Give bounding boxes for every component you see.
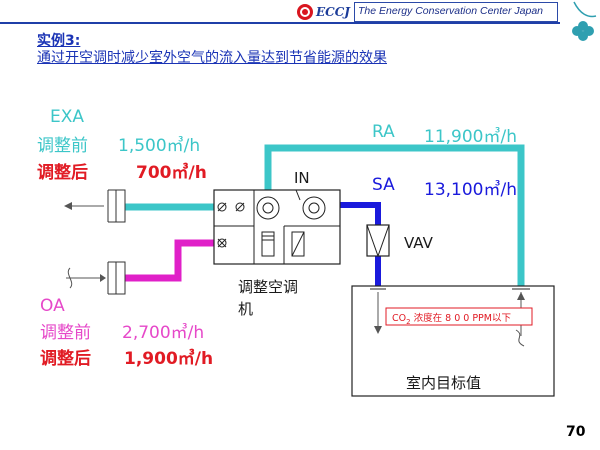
exa-before-value: 1,500㎥/h <box>118 136 201 156</box>
slide-title-line2: 通过开空调时减少室外空气的流入量达到节省能源的效果 <box>37 50 387 66</box>
clover-logo-icon <box>572 1 597 41</box>
oa-duct <box>125 239 218 282</box>
eccj-logo-icon <box>297 4 313 20</box>
vav-box-icon <box>366 224 390 257</box>
exa-before-label: 调整前 <box>37 136 88 156</box>
oa-after-label: 调整后 <box>40 349 91 369</box>
exa-label: EXA <box>50 107 85 127</box>
org-name: The Energy Conservation Center Japan <box>358 5 544 17</box>
eccj-logo-text: ECCJ <box>316 5 350 19</box>
oa-before-label: 调整前 <box>40 323 91 343</box>
ahu-unit-icon <box>213 189 341 265</box>
oa-label: OA <box>40 296 65 316</box>
room-label: 室内目标值 <box>406 374 482 392</box>
exa-grille-icon <box>64 189 126 223</box>
header-divider <box>0 22 560 24</box>
sa-value: 13,100㎥/h <box>424 180 517 200</box>
in-label: IN <box>294 169 310 187</box>
sa-label: SA <box>372 175 395 195</box>
page-number: 70 <box>566 424 586 440</box>
slide-title-line1: 实例3: <box>37 33 81 49</box>
ahu-label-line2: 机 <box>238 300 254 318</box>
co2-label: CO2 浓度在 8 0 0 PPM以下 <box>392 313 511 326</box>
exa-after-value: 700㎥/h <box>136 163 207 183</box>
org-name-box <box>354 2 558 22</box>
ra-value: 11,900㎥/h <box>424 127 517 147</box>
ahu-label-line1: 调整空调 <box>238 278 299 296</box>
oa-grille-icon <box>66 261 126 295</box>
oa-after-value: 1,900㎥/h <box>124 349 214 369</box>
ra-duct <box>264 144 525 290</box>
ra-label: RA <box>372 122 395 142</box>
co2-label-box <box>385 307 533 326</box>
sa-duct <box>322 202 381 225</box>
exa-after-label: 调整后 <box>37 163 88 183</box>
supply-diffuser-icon <box>370 288 386 334</box>
room-box <box>351 285 555 397</box>
oa-before-value: 2,700㎥/h <box>122 323 205 343</box>
vav-label: VAV <box>404 234 433 252</box>
